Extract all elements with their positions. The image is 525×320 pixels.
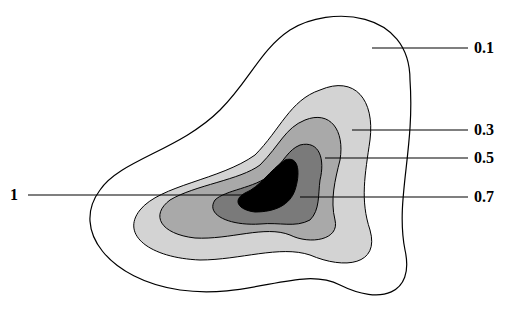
contour-value-label: 0.5 (474, 149, 494, 167)
contour-band (213, 144, 322, 224)
contour-value-label: 0.1 (474, 39, 494, 57)
contour-band (160, 117, 341, 240)
leader-line (300, 196, 468, 197)
leader-line (372, 47, 468, 48)
contour-value-label: 0.7 (474, 188, 494, 206)
leader-line (28, 194, 268, 195)
contour-value-label: 0.3 (474, 121, 494, 139)
contour-band (90, 16, 411, 295)
leader-line (352, 129, 468, 130)
contour-value-label: 1 (10, 186, 18, 204)
contour-band (134, 86, 372, 263)
leader-line (325, 157, 468, 158)
contour-core (238, 159, 298, 212)
